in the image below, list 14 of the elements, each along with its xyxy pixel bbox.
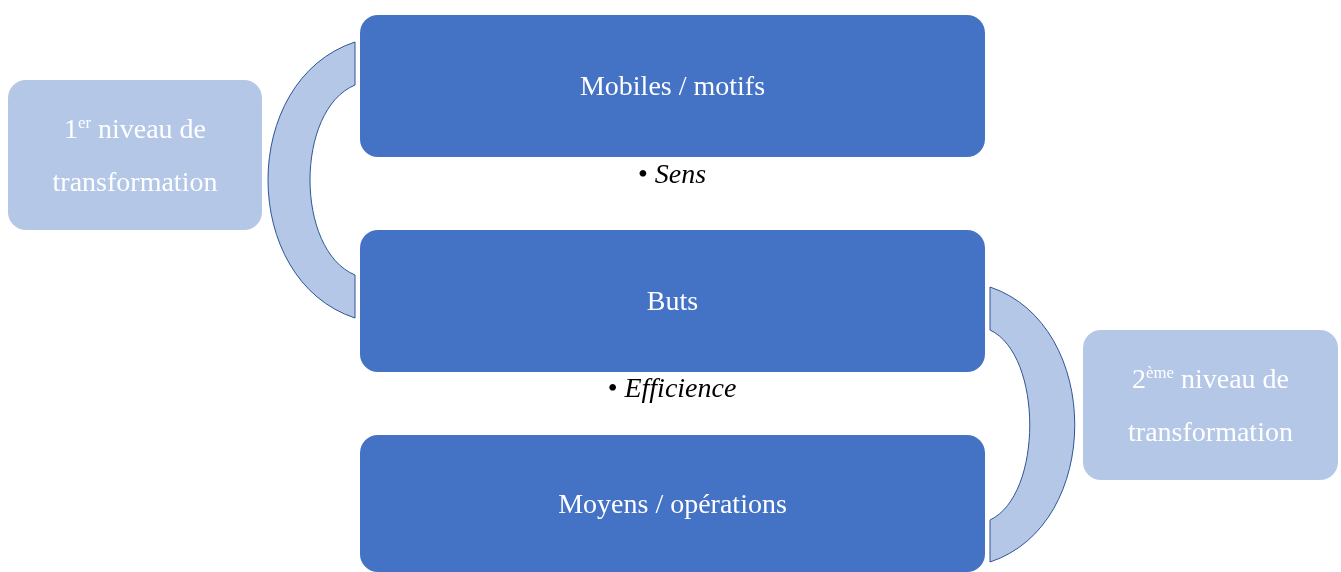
bullet-text: • Efficience bbox=[607, 372, 737, 404]
node-label: 1$^{er}$ niveau de transformation bbox=[51, 111, 219, 199]
bracket bbox=[989, 286, 1076, 563]
node-label: Moyens / opérations bbox=[558, 486, 787, 521]
bracket bbox=[267, 41, 356, 319]
level-box bbox=[8, 80, 262, 230]
node-label: Mobiles / motifs bbox=[579, 69, 766, 104]
bullet-text: • Sens bbox=[637, 158, 707, 190]
level-box bbox=[1083, 330, 1338, 480]
process-box bbox=[360, 435, 985, 572]
process-box bbox=[360, 230, 985, 372]
process-box bbox=[360, 15, 985, 157]
node-label: 2$^{ème}$ niveau de transformation bbox=[1127, 361, 1294, 449]
node-label: Buts bbox=[646, 284, 699, 319]
